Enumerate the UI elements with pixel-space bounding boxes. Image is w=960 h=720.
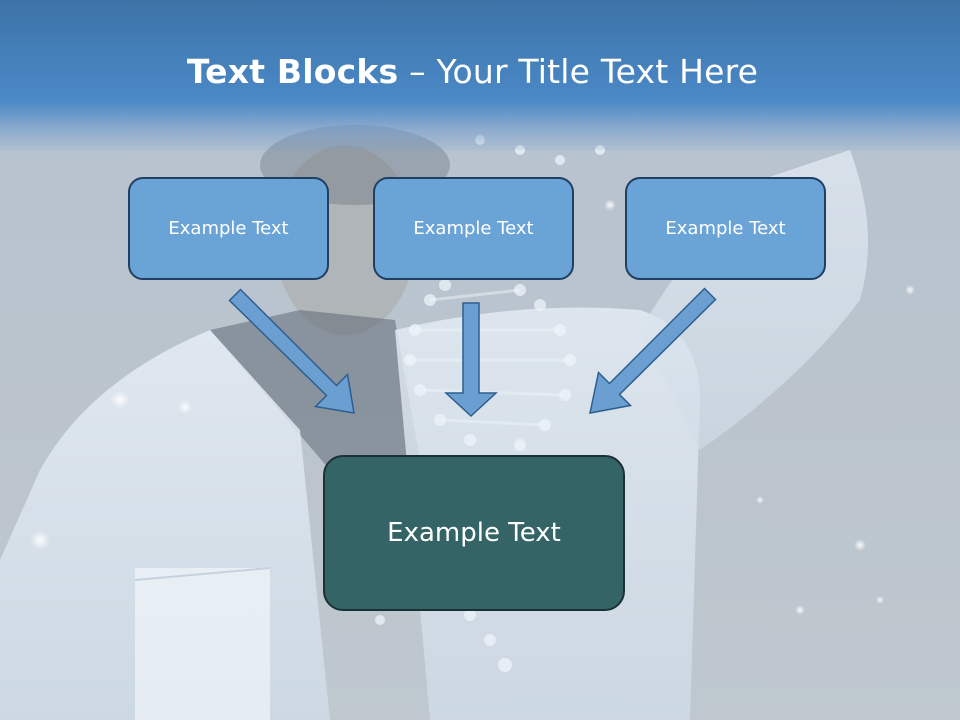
- slide-title: Text Blocks – Your Title Text Here: [0, 52, 945, 91]
- title-separator: –: [398, 52, 437, 91]
- arrow-middle: [444, 302, 498, 418]
- title-regular: Your Title Text Here: [436, 52, 759, 91]
- text-block-middle[interactable]: Example Text: [373, 177, 574, 280]
- arrow-right: [589, 287, 717, 414]
- text-block-right[interactable]: Example Text: [625, 177, 826, 280]
- title-bold: Text Blocks: [186, 52, 399, 91]
- text-block-left[interactable]: Example Text: [128, 177, 329, 280]
- text-block-main[interactable]: Example Text: [323, 455, 625, 611]
- arrow-left: [228, 288, 355, 414]
- title-band: [0, 0, 960, 150]
